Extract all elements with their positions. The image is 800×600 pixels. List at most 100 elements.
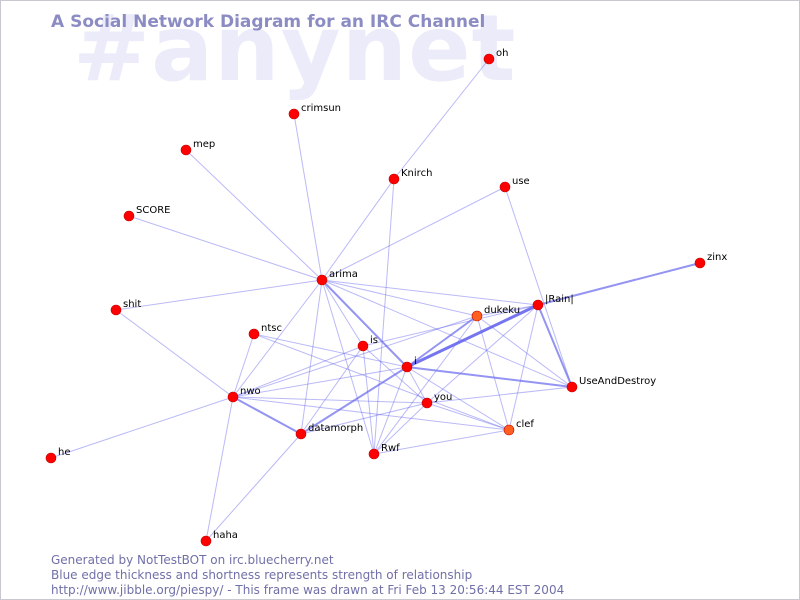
node-label: zinx [707,252,727,263]
node-dot [401,361,413,373]
edge-Rain-dukeku [476,304,539,317]
edge-you-UseAndDestroy [426,386,573,404]
edge-mep-arima [185,149,323,281]
node-label: you [434,392,452,403]
edge-dukeku-clef [476,315,510,431]
edge-SCORE-arima [128,215,323,281]
node-dot [200,535,212,547]
node-dot [288,108,300,120]
node-dukeku: dukeku [471,305,520,322]
edge-arima-Rain [321,279,539,306]
edge-i-datamorph [300,366,408,435]
edge-dukeku-i [406,315,478,368]
node-label: ntsc [261,323,282,334]
node-label: haha [213,530,238,541]
edge-datamorph-you [300,402,428,435]
node-dot [45,452,57,464]
node-i: i [401,356,417,373]
node-label: use [512,176,530,187]
node-label: oh [496,48,508,59]
node-dot [532,299,544,311]
edge-is-nwo [232,345,364,398]
edge-arima-UseAndDestroy [321,279,573,388]
node-dot [566,381,578,393]
node-label: i [414,356,417,367]
node-crimsun: crimsun [288,103,341,120]
node-label: shit [123,299,141,310]
edge-dukeku-nwo [232,315,478,398]
node-label: datamorph [308,423,363,434]
edge-crimsun-arima [293,113,323,281]
node-dot [110,304,122,316]
node-label: dukeku [484,305,520,316]
node-label: is [370,335,378,346]
edge-nwo-clef [232,396,510,431]
node-label: Knirch [401,168,432,179]
node-he: he [45,447,71,464]
edge-nwo-datamorph [232,396,302,435]
node-dot [123,210,135,222]
node-mep: mep [180,139,215,156]
edge-oh-Knirch [393,58,490,180]
edge-shit-arima [115,279,323,311]
node-Rain: |Rain| [532,294,574,311]
footer-timestamp-line: http://www.jibble.org/piespy/ - This fra… [51,583,565,597]
edge-dukeku-UseAndDestroy [476,315,573,388]
edge-arima-nwo [232,279,323,398]
edge-Rain-UseAndDestroy [537,304,573,388]
node-dot [694,257,706,269]
node-dot [471,310,483,322]
edge-ntsc-nwo [232,333,255,398]
edge-arima-i [321,279,408,368]
node-UseAndDestroy: UseAndDestroy [566,376,656,393]
edge-i-clef [406,366,510,431]
node-dot [227,391,239,403]
channel-watermark: #anynet [73,0,517,102]
edge-i-nwo [232,366,408,398]
node-is: is [357,335,378,352]
node-label: mep [193,139,215,150]
node-nwo: nwo [227,386,261,403]
node-you: you [421,392,452,409]
edge-Knirch-arima [321,178,395,281]
edge-layer [50,58,701,542]
edge-ntsc-i [253,333,408,368]
node-dot [316,274,328,286]
node-dot [248,328,260,340]
node-label: crimsun [301,103,341,114]
edge-arima-Rwf [321,279,375,455]
node-label: nwo [240,386,261,397]
edge-nwo-you [232,396,428,404]
node-label: clef [516,419,534,430]
node-shit: shit [110,299,141,316]
edge-arima-datamorph [300,279,323,435]
node-dot [295,428,307,440]
footer: Generated by NotTestBOT on irc.bluecherr… [51,553,564,598]
edge-dukeku-Rwf [373,315,478,455]
diagram-title: A Social Network Diagram for an IRC Chan… [51,12,486,32]
node-label: he [58,447,71,458]
edge-arima-is [321,279,364,347]
edge-Rain-is [362,304,539,347]
node-label: |Rain| [545,294,574,305]
edge-Rwf-clef [373,429,510,455]
node-Knirch: Knirch [388,168,432,185]
edge-Rain-i [405,303,540,369]
edge-Knirch-Rwf [373,178,395,455]
node-haha: haha [200,530,238,547]
edge-use-arima [321,186,506,281]
node-Rwf: Rwf [368,443,400,460]
node-zinx: zinx [694,252,727,269]
node-SCORE: SCORE [123,205,170,222]
node-dot [421,397,433,409]
node-datamorph: datamorph [295,423,363,440]
footer-legend-line: Blue edge thickness and shortness repres… [51,568,473,582]
node-label: SCORE [136,205,170,216]
edge-you-Rwf [373,402,428,455]
edge-you-clef [426,402,510,431]
footer-generator-line: Generated by NotTestBOT on irc.bluecherr… [51,553,334,567]
edge-is-Rwf [362,345,375,455]
node-arima: arima [316,269,358,286]
node-ntsc: ntsc [248,323,282,340]
edge-is-datamorph [300,345,364,435]
